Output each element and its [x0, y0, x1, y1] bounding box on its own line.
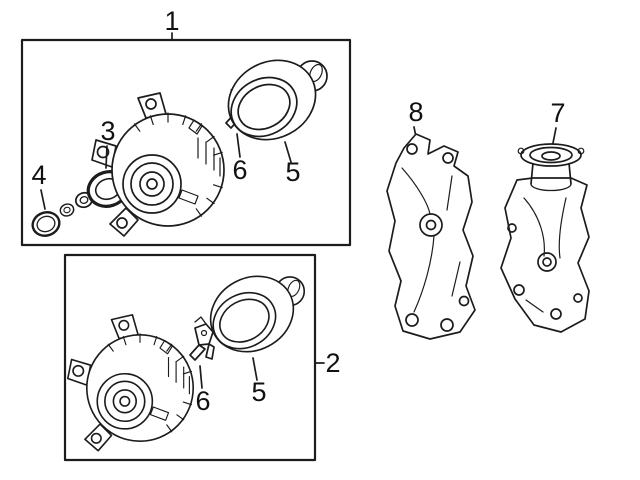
callout-7-leader	[552, 127, 557, 144]
callout-4-leader	[40, 189, 46, 210]
callout-3-label[interactable]: 3	[100, 116, 115, 146]
callout-6-bottom-leader	[199, 365, 203, 389]
mount-bracket-7-drawing	[500, 143, 590, 333]
callout-1-label[interactable]: 1	[164, 6, 179, 36]
callout-7-label[interactable]: 7	[550, 98, 565, 128]
seal-ring-drawing	[28, 207, 64, 241]
callout-4-label[interactable]: 4	[31, 160, 46, 190]
cover-1-drawing	[213, 44, 331, 156]
callout-8-label[interactable]: 8	[408, 97, 423, 127]
mount-bracket-8-drawing	[386, 133, 476, 340]
alternator-1-drawing	[91, 92, 225, 237]
alternator-2-drawing	[66, 314, 195, 452]
callout-2-label[interactable]: 2	[325, 348, 340, 378]
callout-5-top-label[interactable]: 5	[285, 157, 300, 187]
callout-6-bottom-label[interactable]: 6	[195, 386, 210, 416]
callout-3-leader	[105, 145, 108, 169]
assembly-1-box	[20, 38, 352, 247]
callout-5-bottom-leader	[252, 357, 258, 381]
callout-5-bottom-label[interactable]: 5	[251, 377, 266, 407]
callout-5-top-leader	[284, 141, 292, 163]
washer-small-drawing	[58, 201, 76, 219]
assembly-2-box	[63, 253, 317, 462]
callout-6-top-label[interactable]: 6	[232, 155, 247, 185]
callout-6-top-leader	[236, 133, 241, 158]
